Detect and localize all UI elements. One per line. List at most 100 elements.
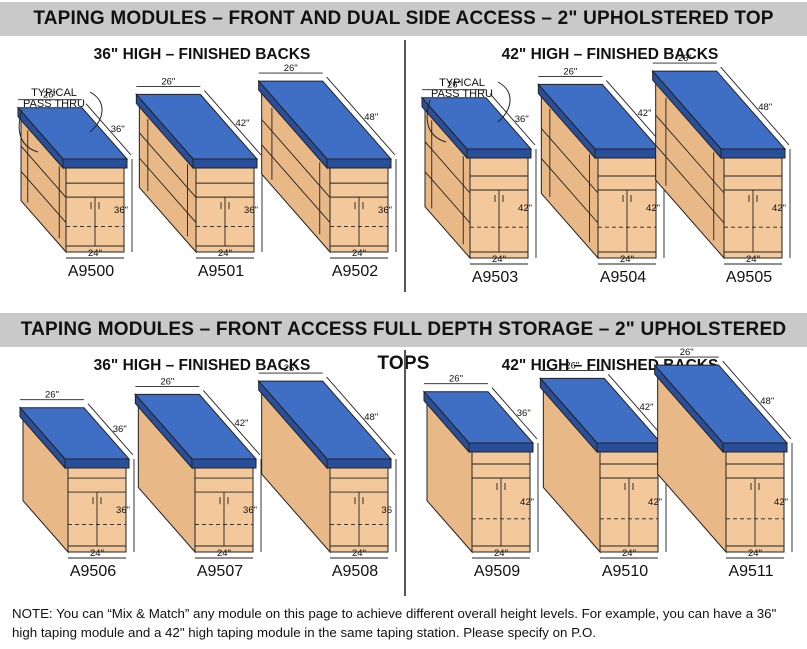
length-dim-line [607, 374, 666, 440]
height-dim-label: 42" [648, 497, 662, 508]
width-dim-label: 26" [45, 390, 59, 401]
base-dim-label: 24" [217, 548, 231, 559]
height-dim-label: 36 [381, 505, 392, 516]
upholstered-top-side [539, 377, 598, 454]
base-dim-label: 24" [352, 548, 366, 559]
length-dim-label: 48" [760, 396, 774, 407]
length-dim-label: 42" [236, 118, 250, 129]
upholstered-top-side [258, 79, 328, 170]
width-dim-label: 26" [43, 90, 57, 101]
upholstered-top-edge [62, 158, 128, 169]
length-dim-label: 42" [638, 108, 652, 119]
upholstered-top-edge [720, 148, 786, 159]
pass-thru-shelf [261, 119, 331, 198]
upholstered-top-side [421, 96, 468, 160]
upholstered-top-edge [326, 158, 392, 169]
height-dim-label: 42" [646, 203, 660, 214]
model-number: A9506 [70, 563, 116, 580]
pass-thru-shelf [261, 144, 331, 223]
section-1-title: TAPING MODULES – FRONT AND DUAL SIDE ACC… [0, 2, 807, 36]
upholstered-top-side [423, 390, 470, 454]
upholstered-top-edge [192, 158, 258, 169]
upholstered-top-side [17, 106, 64, 170]
length-dim-label: 48" [364, 412, 378, 423]
upholstered-top-side [654, 363, 724, 454]
base-dim-label: 24" [620, 254, 634, 265]
model-number: A9505 [726, 269, 772, 286]
length-dim-label: 36" [515, 114, 529, 125]
taping-module-a9505: 26"48"42"24"A9505 [651, 53, 791, 286]
base-dim-label: 24" [88, 248, 102, 259]
pass-thru-shelf [20, 145, 67, 198]
width-dim-label: 26" [563, 66, 577, 77]
length-dim-label: 36" [111, 124, 125, 135]
taping-module-a9503: 26"36"42"24"A9503 [420, 80, 537, 286]
length-dim-label: 36" [517, 408, 531, 419]
base-dim-label: 24" [218, 248, 232, 259]
model-number: A9503 [472, 269, 518, 286]
callout-arrow [18, 109, 39, 153]
length-dim-label: 48" [758, 102, 772, 113]
model-number: A9509 [474, 563, 520, 580]
taping-module-a9509: 26" 36" 42" 24" A9509 [422, 374, 539, 580]
upholstered-top-side [537, 83, 596, 160]
model-number: A9507 [197, 563, 243, 580]
length-dim-line [87, 403, 134, 456]
section-1-divider [404, 40, 406, 292]
upholstered-top-edge [326, 458, 392, 469]
callout-arrow [89, 91, 103, 133]
base-dim-label: 24" [622, 548, 636, 559]
width-dim-label: 26" [447, 80, 461, 91]
length-dim-line [202, 390, 261, 456]
base-dim-label: 24" [90, 548, 104, 559]
upholstered-top-edge [466, 148, 532, 159]
section-2-left-heading: 36" HIGH – FINISHED BACKS [93, 357, 311, 374]
height-dim-label: 36" [114, 205, 128, 216]
taping-module-a9511: 26"48"42"24"A9511 [653, 347, 793, 580]
base-dim-label: 24" [746, 254, 760, 265]
typical-label: TYPICAL [31, 87, 77, 99]
callout-arrow [426, 99, 447, 143]
pass-thru-shelf [540, 158, 599, 224]
pass-thru-shelf [424, 141, 471, 194]
base-dim-label: 24" [492, 254, 506, 265]
upholstered-top-edge [596, 442, 662, 453]
height-dim-label: 36" [243, 505, 257, 516]
upholstered-top-edge [468, 442, 534, 453]
taping-module-a9501: 26"42"36"24"A9501 [135, 76, 263, 280]
pass-thru-shelf [655, 114, 725, 194]
height-dim-label: 42" [774, 497, 788, 508]
pass-thru-shelf [138, 157, 197, 223]
length-dim-label: 42" [235, 418, 249, 429]
pass-thru-label: PASS THRU [23, 98, 85, 110]
callout-arrow [497, 81, 511, 123]
upholstered-top-side [19, 406, 66, 470]
upholstered-top-edge [191, 458, 257, 469]
height-dim-label: 42" [520, 497, 534, 508]
footnote: NOTE: You can “Mix & Match” any module o… [12, 606, 777, 640]
section-1-left-heading: 36" HIGH – FINISHED BACKS [93, 46, 311, 63]
upholstered-top-edge [64, 458, 130, 469]
taping-module-a9504: 26"42"42"24"A9504 [537, 66, 665, 286]
width-dim-label: 26" [284, 363, 298, 374]
length-dim-label: 48" [364, 112, 378, 123]
width-dim-label: 26" [678, 53, 692, 64]
model-number: A9511 [728, 563, 773, 580]
width-dim-label: 26" [449, 374, 463, 385]
length-dim-line [326, 376, 396, 456]
base-dim-label: 24" [748, 548, 762, 559]
width-dim-label: 26" [160, 376, 174, 387]
height-dim-label: 36" [116, 505, 130, 516]
model-number: A9510 [602, 563, 648, 580]
pass-thru-shelf [20, 171, 67, 223]
taping-module-a9500: 26"36"36"24"A9500 [16, 90, 133, 280]
upholstered-top-side [258, 379, 328, 470]
length-dim-line [491, 387, 538, 440]
width-dim-label: 26" [565, 360, 579, 371]
base-dim-label: 24" [494, 548, 508, 559]
taping-module-a9508: 26" 48" 36 24" A9508 [257, 363, 397, 580]
height-dim-label: 36" [244, 205, 258, 216]
upholstered-top-side [652, 69, 722, 160]
model-number: A9508 [332, 563, 378, 580]
